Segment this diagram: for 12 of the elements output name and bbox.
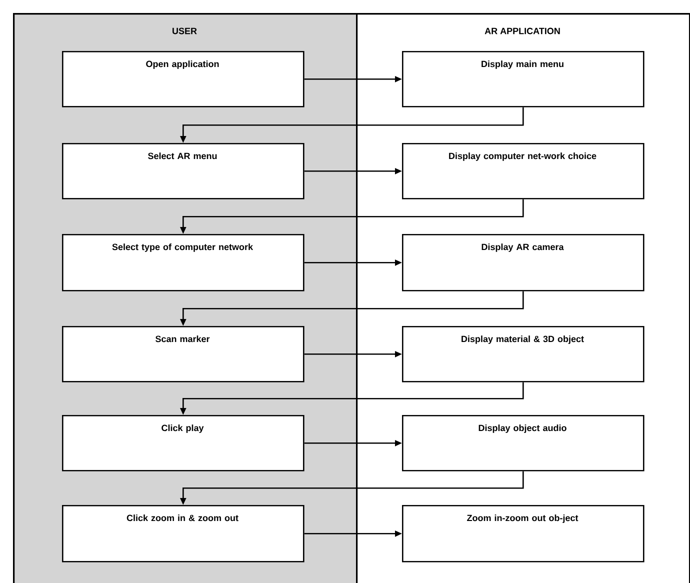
process-box: Display material & 3D object — [402, 326, 644, 382]
process-box: Scan marker — [62, 326, 304, 382]
process-box: Display AR camera — [402, 234, 644, 292]
process-box: Display object audio — [402, 415, 644, 472]
process-box: Click play — [62, 415, 304, 472]
process-box: Display computer net-work choice — [402, 143, 644, 200]
process-box: Open application — [62, 51, 304, 108]
process-box: Click zoom in & zoom out — [62, 505, 304, 562]
process-box: Zoom in-zoom out ob-ject — [402, 505, 644, 562]
process-box: Select AR menu — [62, 143, 304, 200]
process-box: Select type of computer network — [62, 234, 304, 292]
process-box: Display main menu — [402, 51, 644, 108]
